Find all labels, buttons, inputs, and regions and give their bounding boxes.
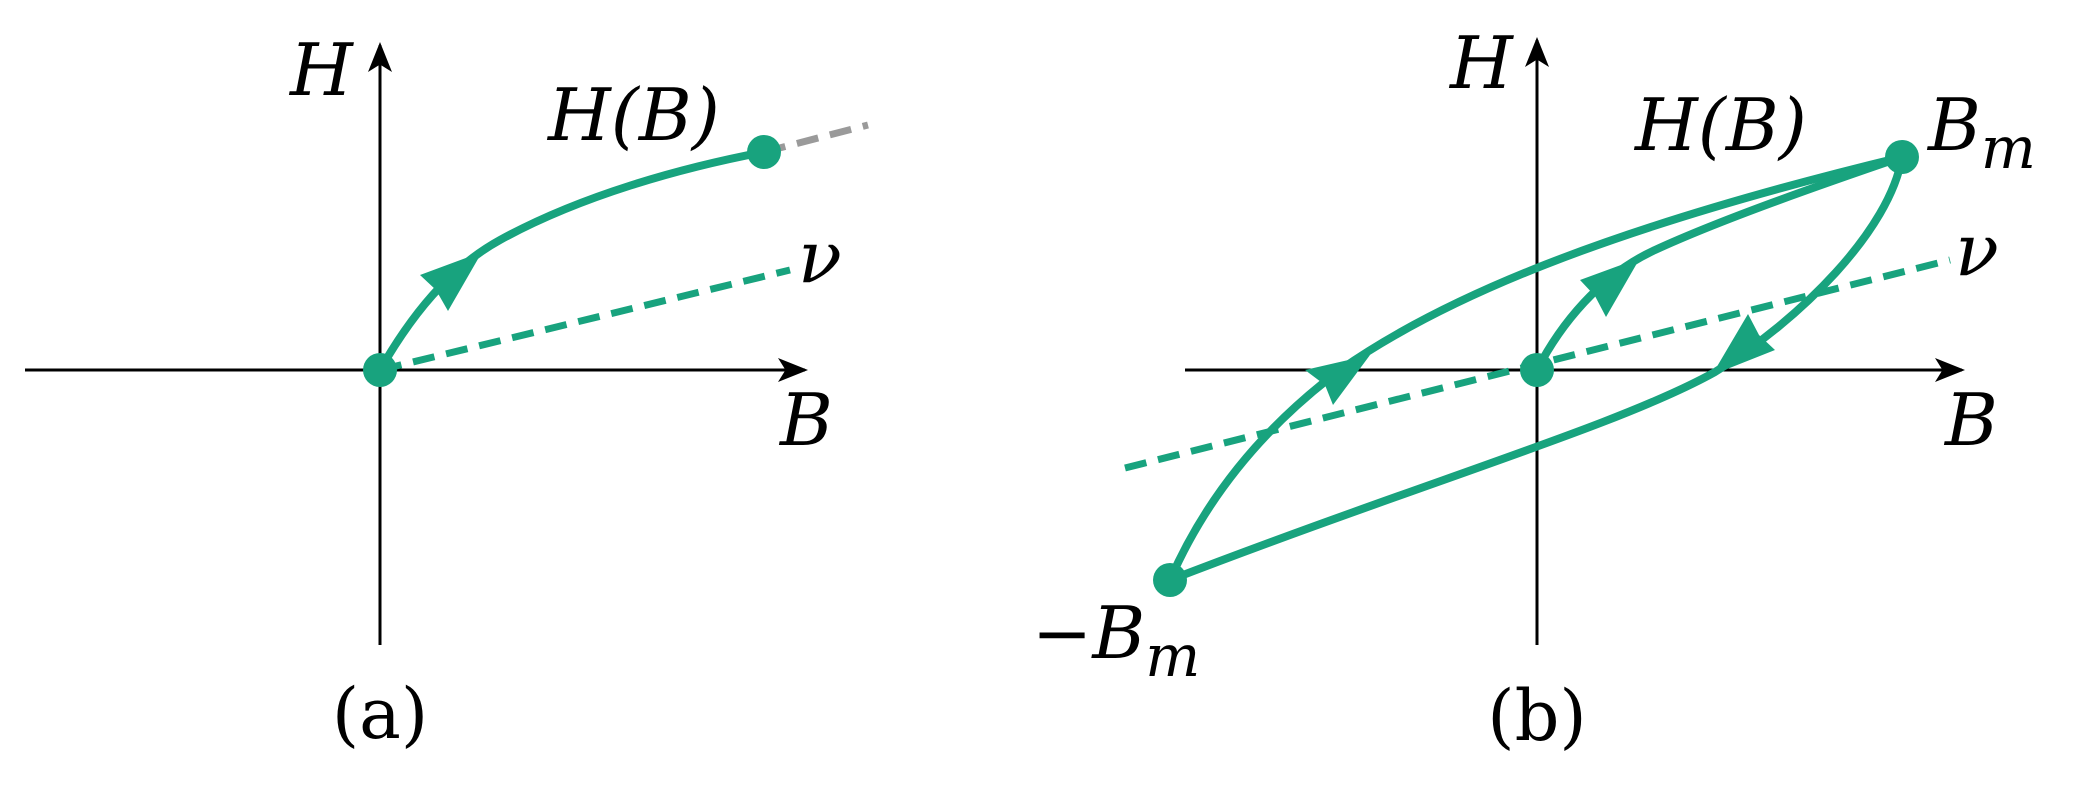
panel-a-nu-line [379, 266, 791, 374]
panel-b-bottom-point-label: −Bm [1032, 591, 1200, 690]
panel-a-hb-curve [376, 148, 768, 374]
panel-b-top-point [1885, 140, 1919, 174]
panel-a-curve-label: H(B) [546, 73, 720, 157]
panel-b-initial-arrow [1580, 258, 1640, 317]
panel-b-descending-arrow [1712, 314, 1775, 375]
panel-b-ascending-arrow [1305, 355, 1370, 405]
panel-b-descending-branch [1166, 153, 1906, 584]
panel-b-ascending-branch [1166, 153, 1906, 584]
panel-a-curve-arrow [420, 252, 482, 311]
panel-a-origin-point [363, 353, 397, 387]
panel-b-caption: (b) [1487, 675, 1586, 757]
panel-b-b-axis-label: B [1943, 378, 1998, 462]
panel-a: H B H(B) ν (a) [25, 28, 869, 755]
panel-b-initial-curve [1533, 153, 1906, 374]
panel-a-b-axis-label: B [778, 378, 833, 462]
panel-b: H B H(B) ν Bm −Bm (b) [1032, 21, 2036, 757]
panel-a-curve-extension [763, 121, 869, 156]
panel-a-caption: (a) [332, 673, 428, 755]
panel-b-bottom-point [1153, 563, 1187, 597]
panel-a-end-point [747, 135, 781, 169]
panel-b-bottom-point-label-main: −B [1032, 591, 1145, 675]
panel-b-top-point-label-main: B [1926, 83, 1981, 167]
panel-b-nu-label: ν [1955, 208, 1999, 292]
panel-b-origin-point [1520, 353, 1554, 387]
panel-a-h-axis-label: H [288, 28, 354, 112]
panel-b-top-point-label: Bm [1926, 83, 2036, 182]
panel-b-curve-label: H(B) [1633, 83, 1807, 167]
panel-b-top-point-label-sub: m [1981, 114, 2036, 182]
panel-b-h-axis-label: H [1448, 21, 1514, 105]
panel-b-bottom-point-label-sub: m [1145, 622, 1200, 690]
panel-a-nu-label: ν [798, 215, 842, 299]
